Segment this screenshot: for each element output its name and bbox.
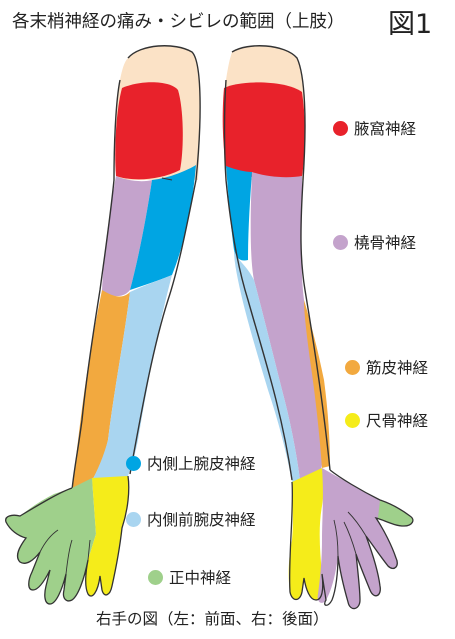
figure-caption: 右手の図（左：前面、右：後面） bbox=[96, 610, 329, 628]
back-arm-outline bbox=[223, 45, 331, 481]
figure-label: 図1 bbox=[388, 9, 433, 40]
front-arm-outline bbox=[71, 45, 201, 491]
legend-dot-ulnar bbox=[345, 412, 360, 428]
legend-dot-musculocutaneous bbox=[345, 359, 360, 375]
legend-label-medial-brachial: 内側上腕皮神経 bbox=[147, 455, 256, 473]
back-hand-outline bbox=[288, 469, 414, 610]
legend-dot-axillary bbox=[333, 120, 348, 136]
legend-dot-radial bbox=[333, 234, 348, 250]
front-medial-antebrachial-area bbox=[90, 275, 172, 484]
legend-label-radial: 橈骨神経 bbox=[354, 234, 417, 252]
legend-dot-medial-antebrachial bbox=[126, 511, 141, 527]
back-radial-hand-area bbox=[317, 468, 413, 609]
back-median-area bbox=[378, 500, 413, 526]
back-medial-brachial-area bbox=[226, 166, 252, 261]
legend-label-medial-antebrachial: 内側前腕皮神経 bbox=[147, 511, 256, 529]
front-radial-area bbox=[102, 176, 152, 297]
front-musculocutaneous-area bbox=[72, 290, 130, 490]
legend-item-median: 正中神経 bbox=[148, 566, 231, 588]
legend-item-musculocutaneous: 筋皮神経 bbox=[345, 356, 428, 378]
legend-item-radial: 橈骨神経 bbox=[333, 231, 416, 253]
front-axillary-area bbox=[115, 82, 183, 180]
front-medial-brachial-area bbox=[130, 165, 196, 290]
legend-dot-medial-brachial bbox=[126, 455, 141, 471]
back-ulnar-area bbox=[288, 468, 325, 600]
legend-item-axillary: 腋窩神経 bbox=[333, 117, 416, 139]
diagram-title: 各末梢神経の痛み・シビレの範囲（上肢） bbox=[12, 12, 345, 32]
legend-item-ulnar: 尺骨神経 bbox=[345, 409, 428, 431]
back-radial-area bbox=[250, 172, 323, 480]
legend-label-musculocutaneous: 筋皮神経 bbox=[366, 359, 429, 377]
front-median-area bbox=[5, 478, 97, 604]
front-ulnar-area bbox=[85, 476, 129, 596]
legend-label-axillary: 腋窩神経 bbox=[354, 120, 417, 138]
front-arm bbox=[5, 45, 201, 605]
back-axillary-area bbox=[222, 82, 305, 180]
legend-label-ulnar: 尺骨神経 bbox=[366, 412, 429, 430]
legend-label-median: 正中神経 bbox=[169, 569, 232, 587]
legend-item-medial-brachial: 内側上腕皮神経 bbox=[126, 452, 256, 474]
back-arm bbox=[222, 45, 414, 610]
front-hand-outline bbox=[5, 475, 130, 605]
legend-item-medial-antebrachial: 内側前腕皮神経 bbox=[126, 508, 256, 530]
back-musculocutaneous-area bbox=[304, 300, 330, 468]
legend-dot-median bbox=[148, 569, 163, 585]
